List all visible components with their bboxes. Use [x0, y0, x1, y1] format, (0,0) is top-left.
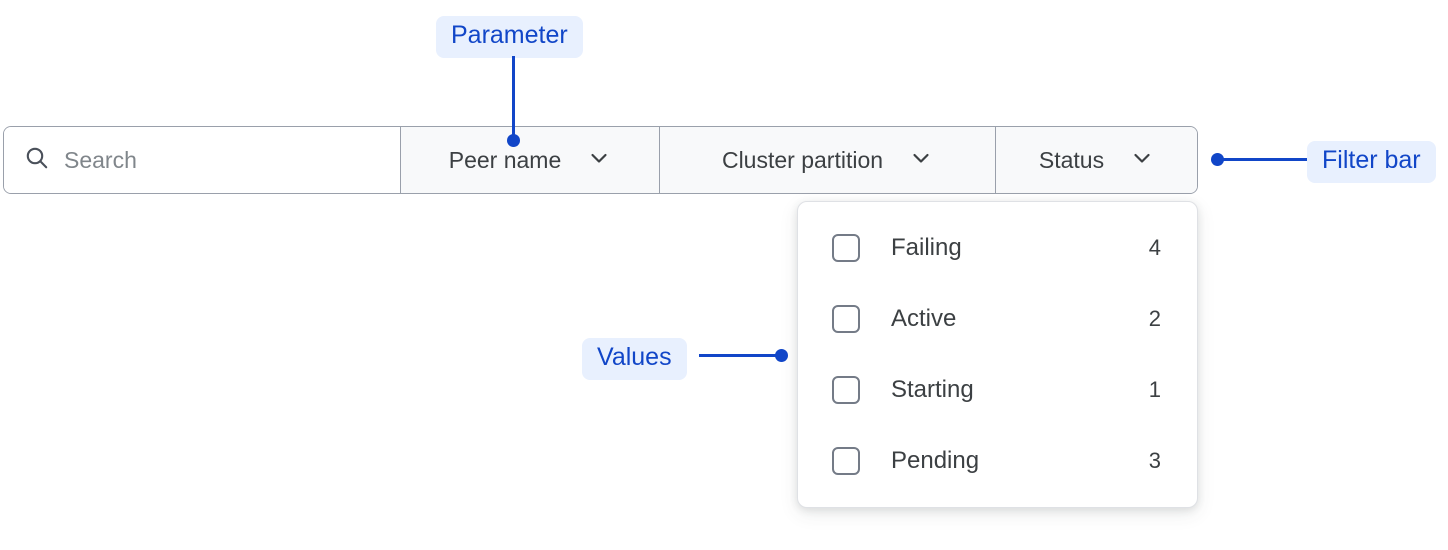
filter-segment-peer-name[interactable]: Peer name — [401, 127, 660, 193]
search-input[interactable] — [64, 146, 380, 174]
annotation-dot-filter-bar — [1211, 153, 1224, 166]
dropdown-option-count: 1 — [1148, 377, 1161, 402]
filter-segment-cluster-partition[interactable]: Cluster partition — [660, 127, 996, 193]
dropdown-option-label: Pending — [891, 447, 980, 474]
annotation-badge-values: Values — [582, 338, 687, 380]
chevron-down-icon — [909, 146, 933, 175]
dropdown-option-count: 3 — [1148, 448, 1161, 473]
annotation-badge-parameter: Parameter — [436, 16, 583, 58]
dropdown-option-count: 2 — [1148, 306, 1161, 331]
chevron-down-icon — [1130, 146, 1154, 175]
checkbox-failing[interactable] — [832, 234, 860, 262]
search-segment[interactable] — [4, 127, 401, 193]
filter-segment-peer-name-label: Peer name — [448, 146, 562, 173]
search-icon — [24, 145, 50, 176]
dropdown-option-label: Starting — [891, 376, 974, 403]
dropdown-option-starting[interactable]: Starting 1 — [798, 361, 1197, 419]
dropdown-option-active[interactable]: Active 2 — [798, 290, 1197, 348]
checkbox-starting[interactable] — [832, 376, 860, 404]
dropdown-option-count: 4 — [1148, 235, 1161, 260]
annotation-dot-values — [775, 349, 788, 362]
filter-bar: Peer name Cluster partition Status — [3, 126, 1198, 194]
annotation-connector-parameter — [512, 56, 515, 142]
dropdown-option-label: Failing — [891, 234, 962, 261]
checkbox-active[interactable] — [832, 305, 860, 333]
dropdown-option-pending[interactable]: Pending 3 — [798, 432, 1197, 490]
filter-segment-cluster-partition-label: Cluster partition — [721, 146, 884, 173]
dropdown-option-label: Active — [891, 305, 957, 332]
filter-segment-status-label: Status — [1038, 146, 1105, 173]
annotation-dot-parameter — [507, 134, 520, 147]
dropdown-option-failing[interactable]: Failing 4 — [798, 219, 1197, 277]
chevron-down-icon — [587, 146, 611, 175]
status-dropdown-panel: Failing 4 Active 2 Starting 1 Pending 3 — [797, 201, 1198, 508]
filter-segment-status[interactable]: Status — [996, 127, 1197, 193]
annotation-connector-values — [699, 354, 779, 357]
checkbox-pending[interactable] — [832, 447, 860, 475]
annotation-connector-filter-bar — [1221, 158, 1307, 161]
annotation-badge-filter-bar: Filter bar — [1307, 141, 1436, 183]
